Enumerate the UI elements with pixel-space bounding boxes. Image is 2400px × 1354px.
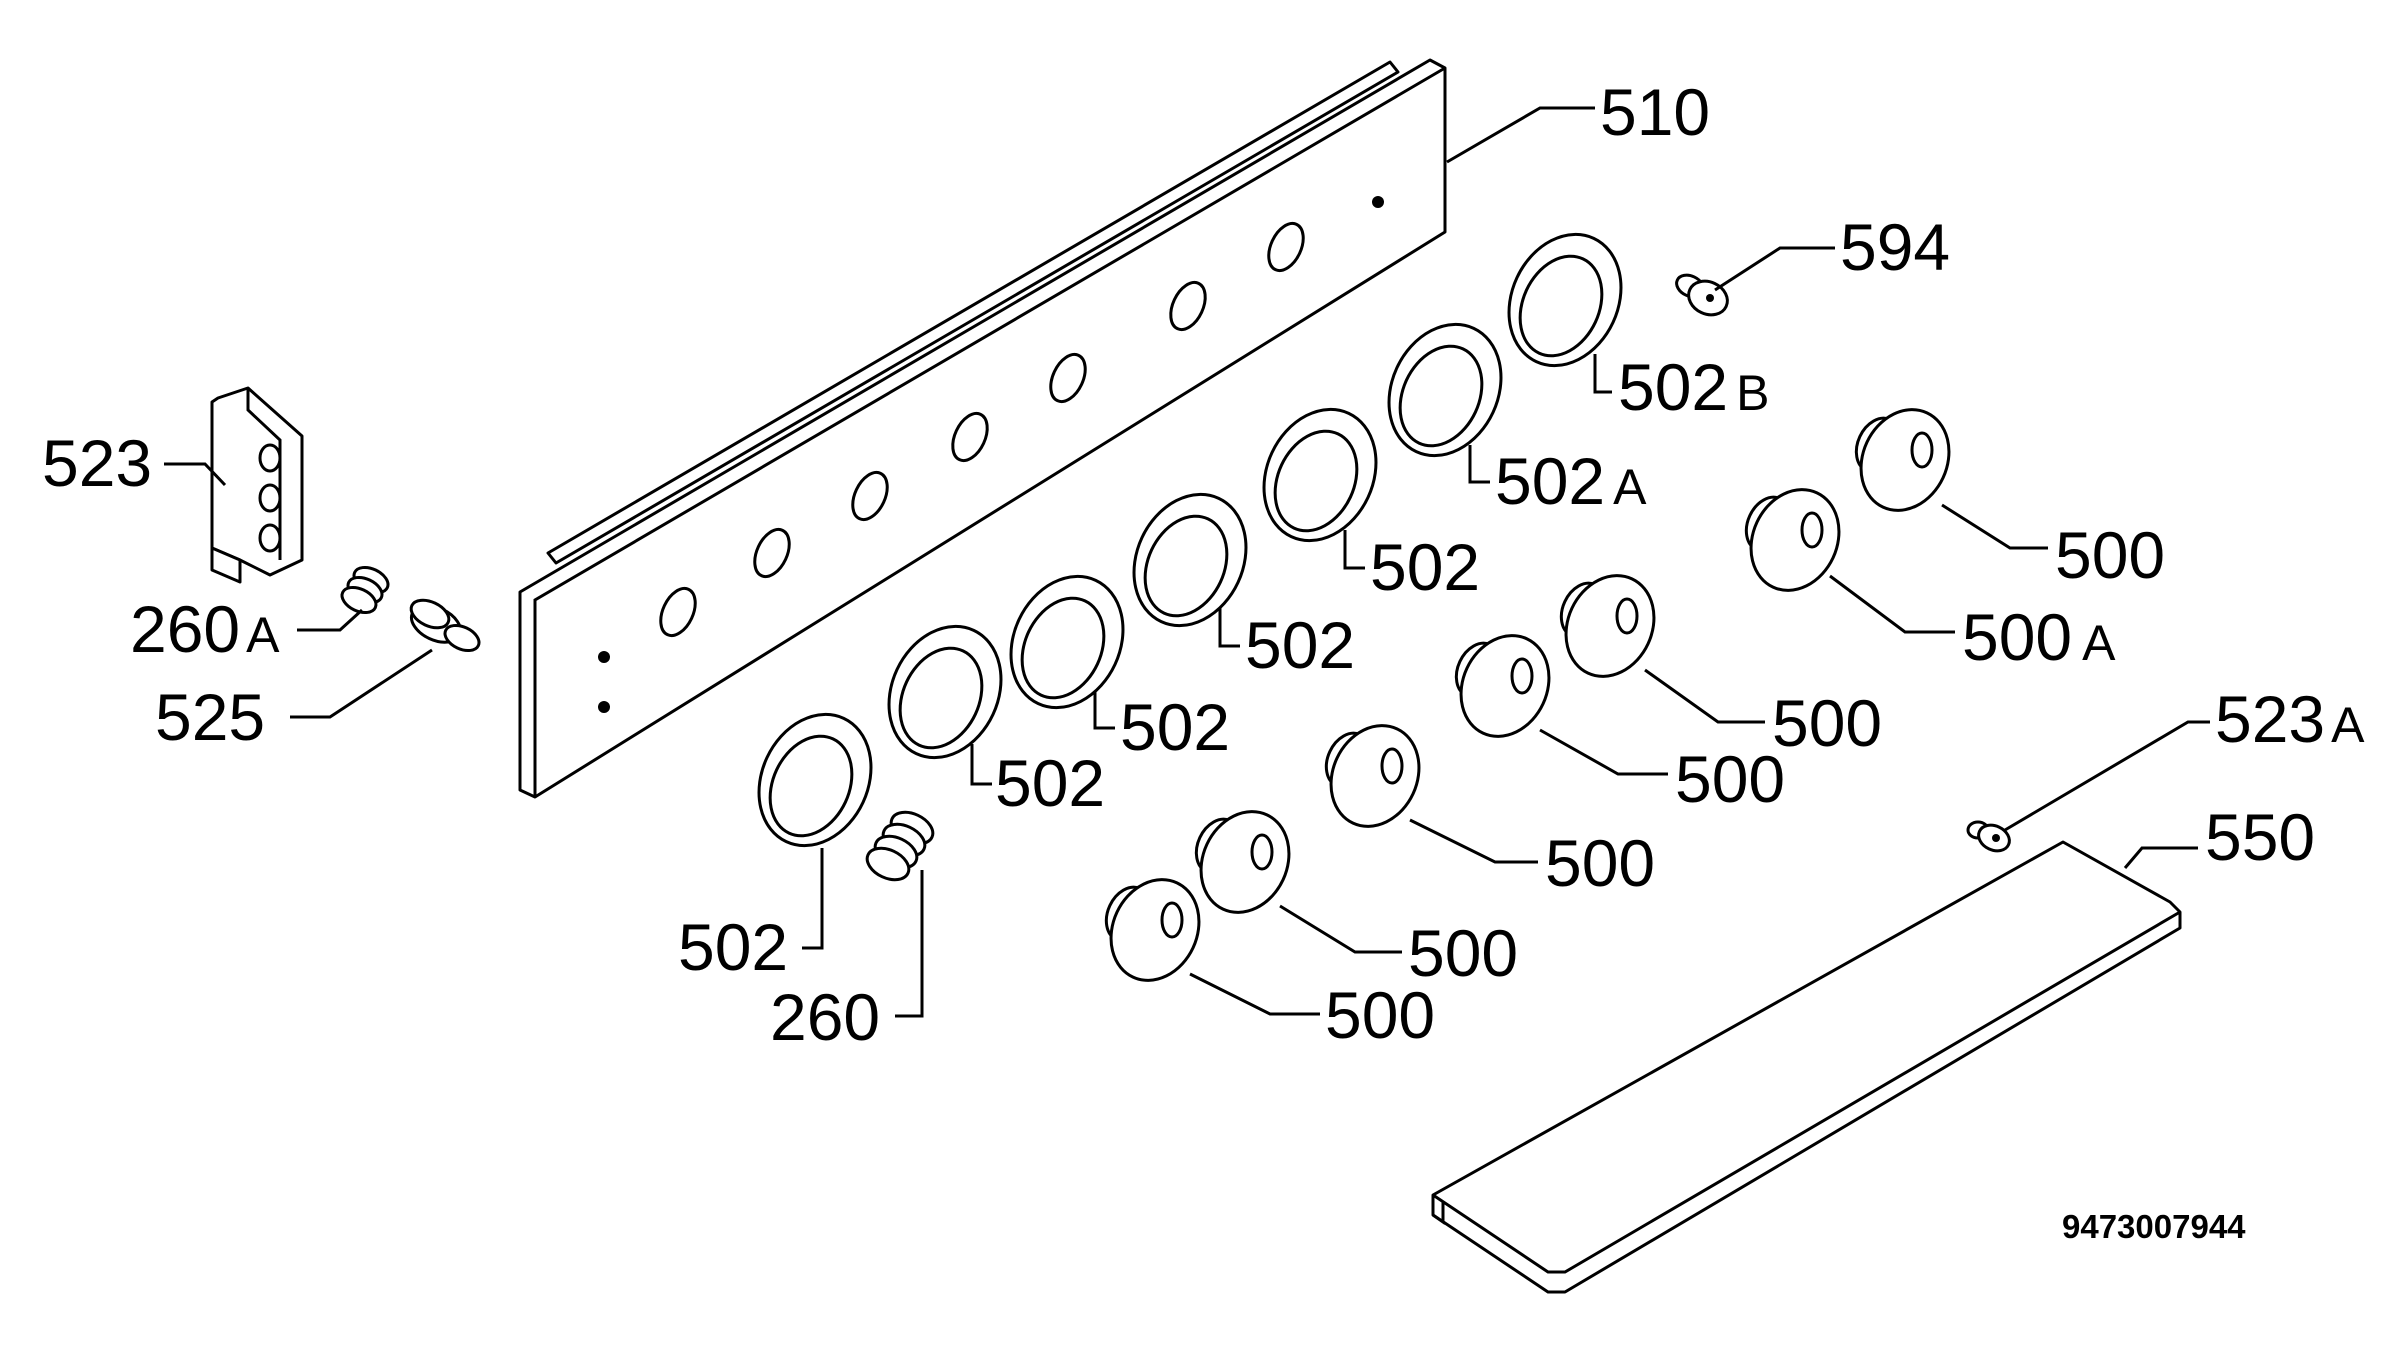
- callout-260: 260: [770, 980, 880, 1054]
- drawing-number: 9473007944: [2062, 1208, 2246, 1245]
- callout-500-4: 500: [1545, 826, 1655, 900]
- callout-500-2: 500: [1772, 686, 1882, 760]
- panel-holes: [598, 196, 1384, 713]
- bushing-525: [409, 598, 481, 653]
- callout-502-5: 502: [678, 910, 788, 984]
- callout-500-1: 500: [2055, 518, 2165, 592]
- callout-500-5: 500: [1408, 916, 1518, 990]
- bezel-rings-502: [757, 232, 1623, 848]
- bracket-523: [210, 386, 304, 584]
- callout-500-6: 500: [1325, 978, 1435, 1052]
- callout-510: 510: [1600, 75, 1710, 149]
- ring-502b: [1507, 232, 1623, 368]
- knob-500-2: [1559, 574, 1656, 678]
- knob-500-6: [1104, 878, 1201, 982]
- knob-500-5: [1194, 810, 1291, 914]
- callout-525: 525: [155, 680, 265, 754]
- cover-strip-550: [1431, 840, 2182, 1294]
- spring-260a: [340, 565, 390, 615]
- callout-502-3: 502: [1120, 690, 1230, 764]
- ring-502-1: [1262, 407, 1378, 543]
- callout-550: 550: [2205, 800, 2315, 874]
- ring-502-5: [757, 712, 873, 848]
- ring-502-4: [887, 624, 1003, 760]
- callout-502-2: 502: [1245, 608, 1355, 682]
- ring-502-3: [1009, 574, 1125, 710]
- knob-500a: [1744, 488, 1841, 592]
- callout-502-1: 502: [1370, 530, 1480, 604]
- control-panel-510: [518, 58, 1447, 799]
- callout-502-4: 502: [995, 746, 1105, 820]
- screw-523a: [1966, 820, 2011, 853]
- callout-594: 594: [1840, 210, 1950, 284]
- ring-502a: [1387, 322, 1503, 458]
- spring-260: [865, 810, 935, 882]
- callout-500-3: 500: [1675, 742, 1785, 816]
- knob-500-4: [1324, 724, 1421, 828]
- knob-500-3: [1454, 634, 1551, 738]
- callout-523: 523: [42, 426, 152, 500]
- ring-502-2: [1132, 492, 1248, 628]
- control-knobs-500: [1104, 408, 1951, 982]
- leader-lines: [164, 106, 2210, 1018]
- screw-594: [1675, 273, 1729, 317]
- knob-500-1: [1854, 408, 1951, 512]
